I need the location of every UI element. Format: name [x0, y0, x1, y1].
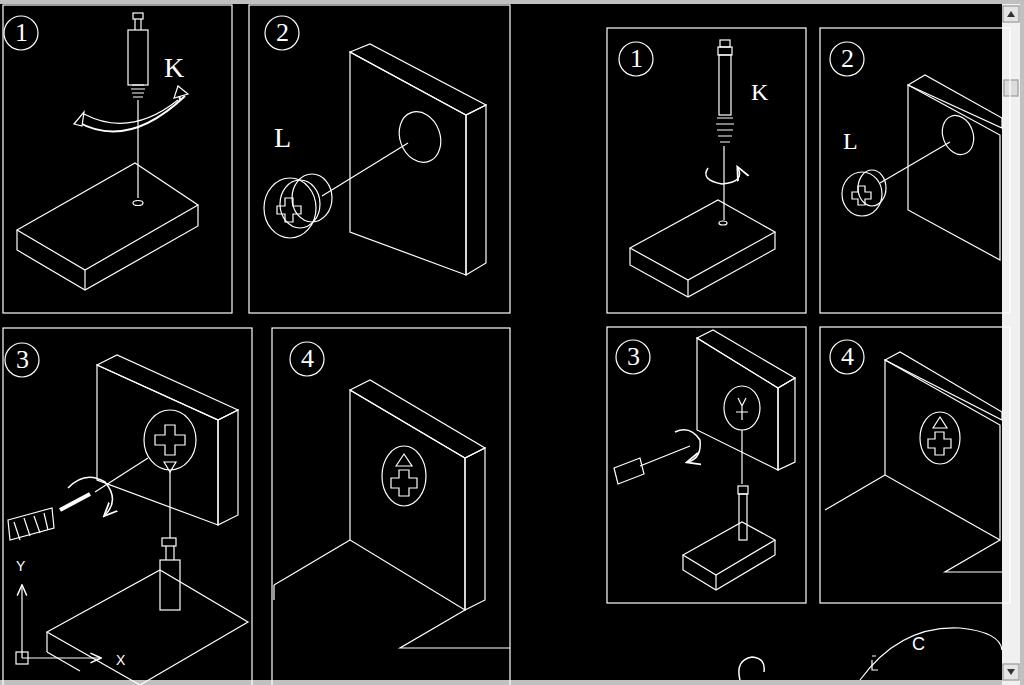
part-letter: L [274, 124, 291, 152]
callout-number: 4 [301, 346, 314, 372]
axis-label: X [116, 653, 125, 667]
callout-number: 3 [627, 344, 640, 370]
callout-number: 3 [16, 347, 29, 373]
callout-number: 1 [630, 46, 643, 72]
callout-number: 1 [15, 20, 28, 46]
part-letter: K [751, 80, 768, 104]
callout-number: 2 [276, 20, 289, 46]
detail-letter: C [912, 635, 925, 653]
part-letter: L [843, 129, 858, 153]
callout-number: 4 [841, 344, 854, 370]
axis-label: Y [16, 559, 25, 573]
callout-number: 2 [841, 46, 854, 72]
part-letter: K [164, 54, 184, 82]
